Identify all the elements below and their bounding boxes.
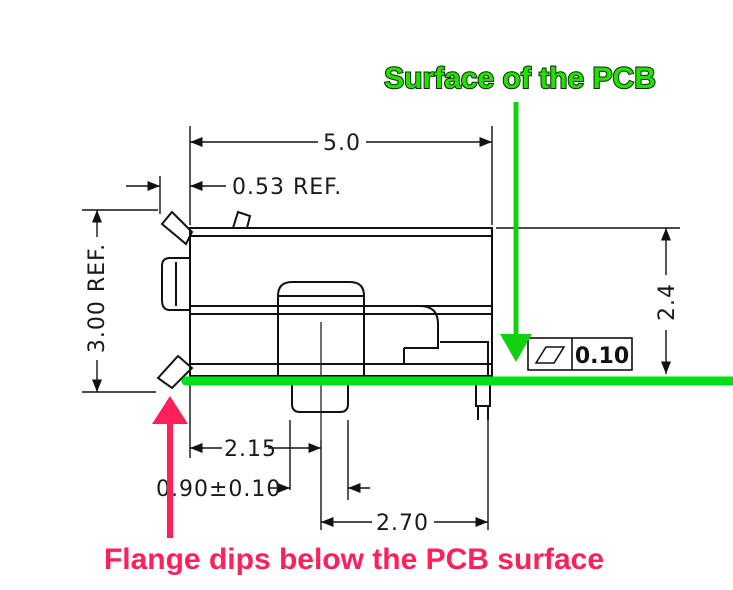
pcb-arrow xyxy=(500,102,532,362)
dim-height-ref-label: 3.00 REF. xyxy=(85,243,110,353)
dim-090-label: 0.90±0.10 xyxy=(156,477,281,502)
dim-215-label: 2.15 xyxy=(224,437,277,462)
pcb-surface-label: Surface of the PCB xyxy=(384,62,656,95)
flange-arrow xyxy=(152,396,188,538)
dim-height-label: 2.4 xyxy=(655,283,680,321)
flatness-tolerance-frame: 0.10 xyxy=(527,337,633,371)
dim-270-label: 2.70 xyxy=(376,511,429,536)
dim-width-label: 5.0 xyxy=(323,131,361,156)
tolerance-value: 0.10 xyxy=(575,344,629,369)
dimension-lines xyxy=(82,126,680,530)
flange-note-label: Flange dips below the PCB surface xyxy=(104,543,604,576)
connector-body xyxy=(156,210,493,420)
dim-ref-small-label: 0.53 REF. xyxy=(232,175,342,200)
flatness-icon xyxy=(534,346,566,364)
